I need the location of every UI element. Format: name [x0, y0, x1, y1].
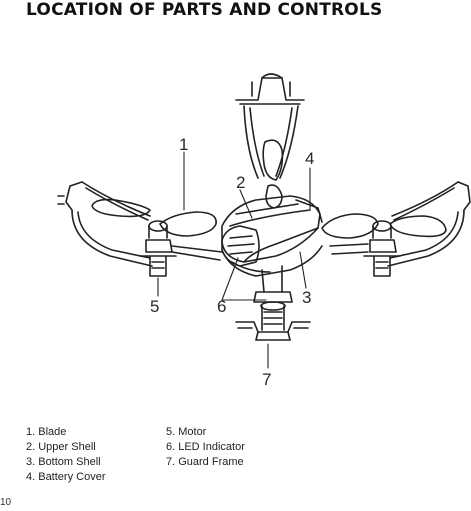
- callout-6: 6: [217, 297, 226, 316]
- legend-left-column: 1. Blade 2. Upper Shell 3. Bottom Shell …: [26, 425, 105, 485]
- callout-4: 4: [305, 149, 314, 168]
- blade-right: [321, 213, 447, 239]
- callout-3: 3: [302, 288, 311, 307]
- legend-item: 4. Battery Cover: [26, 471, 106, 483]
- legend-item: 3. Bottom Shell: [26, 456, 101, 468]
- callout-7: 7: [262, 370, 271, 389]
- leader-lines: [157, 151, 311, 369]
- motor-left: [139, 220, 177, 277]
- guard-frame-front: [235, 321, 311, 341]
- bottom-shell: [221, 245, 323, 277]
- guard-frame-top: [235, 73, 305, 179]
- legend-item: 2. Upper Shell: [26, 441, 96, 453]
- guard-frame-right: [387, 181, 471, 267]
- legend-right-column: 5. Motor 6. LED Indicator 7. Guard Frame: [166, 425, 245, 470]
- led-indicator: [221, 225, 260, 267]
- arms: [171, 243, 369, 261]
- page-number: 10: [0, 497, 12, 508]
- callout-5: 5: [150, 297, 159, 316]
- blade-left: [91, 198, 217, 237]
- blade-rear: [262, 139, 284, 209]
- legend-item: 6. LED Indicator: [166, 441, 245, 453]
- motor-right: [363, 220, 401, 277]
- callout-1: 1: [179, 135, 188, 154]
- guard-frame-left: [57, 181, 153, 267]
- page-title: LOCATION OF PARTS AND CONTROLS: [26, 0, 383, 20]
- motor-front: [253, 265, 293, 331]
- legend-item: 7. Guard Frame: [166, 456, 244, 468]
- legend-item: 1. Blade: [26, 426, 67, 438]
- legend-item: 5. Motor: [166, 426, 207, 438]
- callout-2: 2: [236, 173, 245, 192]
- battery-cover: [295, 199, 323, 223]
